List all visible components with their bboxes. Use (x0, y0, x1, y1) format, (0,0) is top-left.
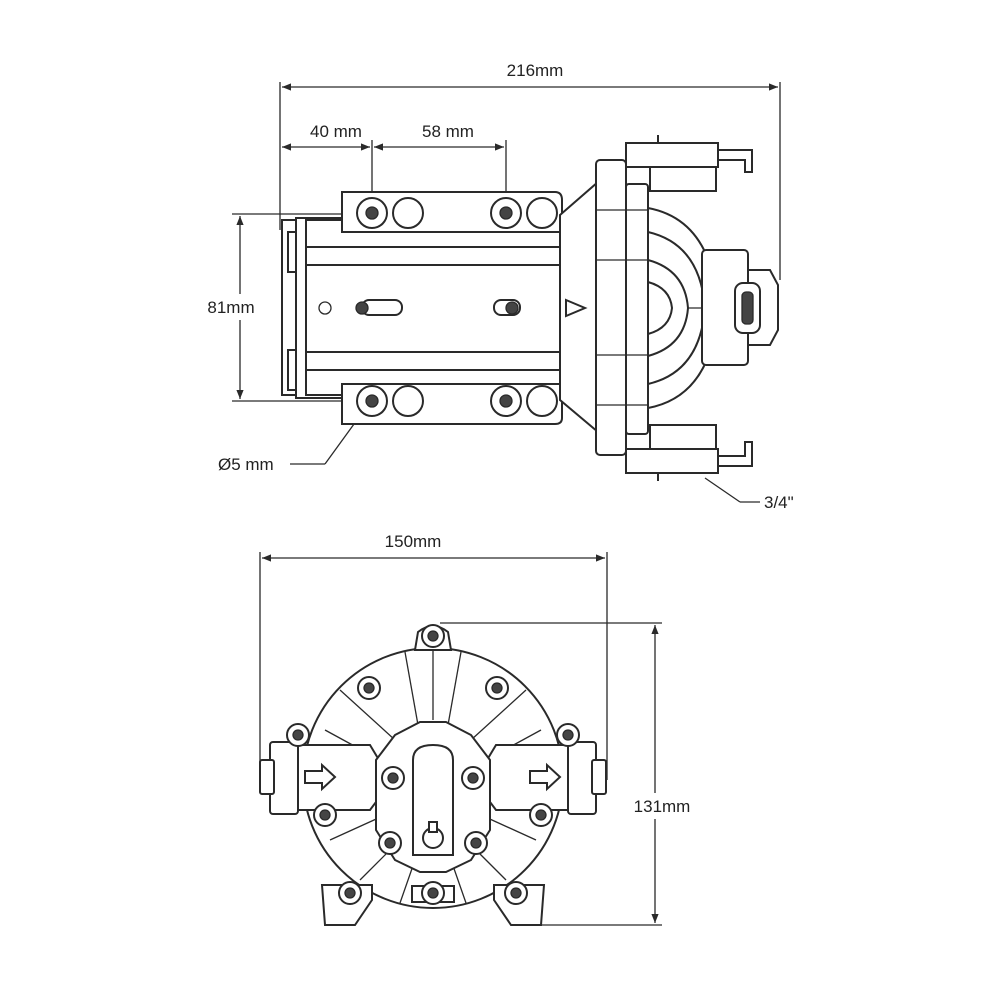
screw-icon (491, 682, 503, 694)
outlet-flow-arrow-icon (529, 762, 562, 792)
outlet-port-bottom (625, 448, 719, 474)
screw-icon (470, 837, 482, 849)
hole-spacing-1-label: 40 mm (310, 122, 362, 141)
screw-icon (427, 630, 439, 642)
front-height-label: 131mm (634, 797, 691, 816)
screw-icon (387, 772, 399, 784)
mount-hole-icon (499, 394, 513, 408)
side-view: 216mm 40 mm 58 mm 81mm Ø5 mm 3/4" (196, 61, 794, 512)
mount-hole-icon (365, 206, 379, 220)
screw-icon (363, 682, 375, 694)
screw-icon (562, 729, 574, 741)
inlet-flow-arrow-icon (304, 762, 337, 792)
front-view: 150mm 131mm (259, 532, 698, 926)
screw-icon (427, 887, 439, 899)
front-width-label: 150mm (385, 532, 442, 551)
screw-icon (535, 809, 547, 821)
screw-set (286, 676, 580, 855)
hole-diameter-label: Ø5 mm (218, 455, 274, 474)
mount-hole-icon (365, 394, 379, 408)
overall-length-label: 216mm (507, 61, 564, 80)
screw-icon (292, 729, 304, 741)
mount-width-label: 81mm (207, 298, 254, 317)
screw-icon (344, 887, 356, 899)
screw-icon (384, 837, 396, 849)
inlet-tube (297, 744, 386, 811)
pump-head-flange (595, 159, 627, 456)
screw-icon (510, 887, 522, 899)
hole-spacing-2-label: 58 mm (422, 122, 474, 141)
mount-hole-icon (499, 206, 513, 220)
screw-icon (319, 809, 331, 821)
screw-icon (467, 772, 479, 784)
port-size-label: 3/4" (764, 493, 794, 512)
slot-screw-icon (505, 301, 519, 315)
pressure-switch-cover (412, 743, 454, 856)
outlet-tube (480, 744, 569, 811)
inlet-port-top (625, 142, 719, 168)
slot-screw-icon (355, 301, 369, 315)
